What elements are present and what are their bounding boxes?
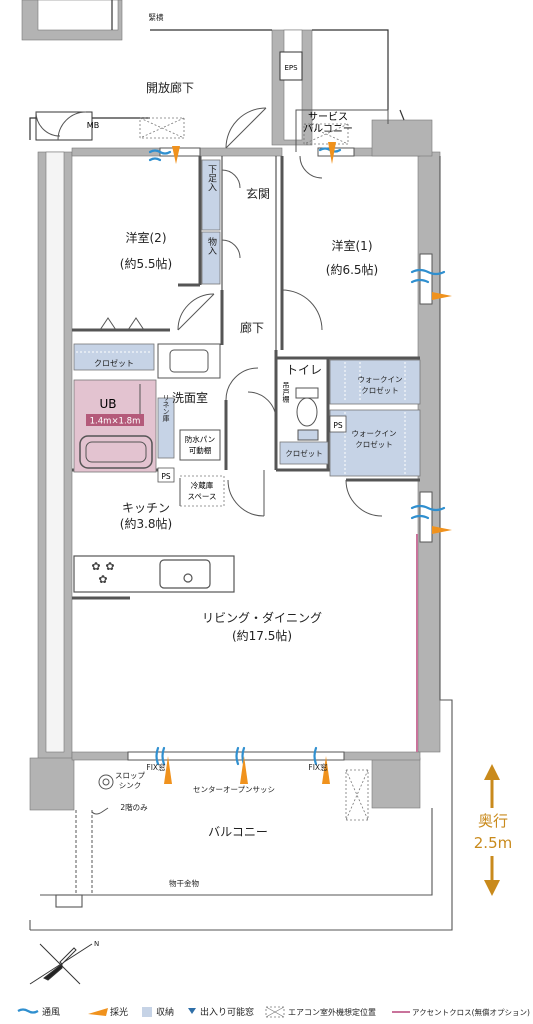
legend-storage: 収納 bbox=[142, 1006, 174, 1018]
svg-text:スペース: スペース bbox=[187, 492, 216, 501]
svg-text:採光: 採光 bbox=[110, 1006, 128, 1018]
svg-text:物入: 物入 bbox=[206, 236, 217, 255]
compass-icon: N bbox=[29, 940, 99, 985]
wic2-label-line1: ウォークイン bbox=[352, 429, 397, 438]
bedroom2-size: (約5.5帖) bbox=[120, 256, 172, 271]
wic-slats bbox=[76, 351, 406, 474]
svg-text:MB: MB bbox=[87, 121, 99, 130]
svg-text:✿: ✿ bbox=[98, 573, 107, 586]
svg-text:バルコニー: バルコニー bbox=[303, 123, 353, 135]
second-floor-only: 2階のみ bbox=[120, 802, 148, 812]
depth-annotation: 奥行 2.5m bbox=[470, 764, 516, 896]
depth-title: 奥行 bbox=[478, 812, 508, 830]
toilet-fixture bbox=[295, 387, 319, 441]
svg-text:✿: ✿ bbox=[105, 560, 114, 573]
ps-box-wic: PS bbox=[329, 415, 347, 433]
shelf-label: 吊戸棚 bbox=[282, 382, 290, 404]
living-size: (約17.5帖) bbox=[232, 628, 292, 643]
fridge-space: 冷蔵庫 スペース bbox=[179, 475, 225, 507]
room-labels: 開放廊下 洋室(2) (約5.5帖) 玄関 洋室(1) (約6.5帖) 廊下 洗… bbox=[120, 80, 378, 839]
svg-text:出入り可能窓: 出入り可能窓 bbox=[200, 1006, 254, 1018]
bedroom2-name: 洋室(2) bbox=[126, 230, 167, 245]
wic1-label-line2: クロゼット bbox=[361, 385, 399, 395]
slop-sink-line1: スロップ bbox=[115, 771, 145, 780]
laundry-hardware-label: 物干金物 bbox=[169, 878, 199, 888]
legend: 通風 採光 収納 出入り可能窓 エアコン室外機想定位置 アクセントクロス(無償オ… bbox=[17, 1006, 530, 1018]
ac-unit-corridor bbox=[139, 117, 185, 139]
living-name: リビング・ダイニング bbox=[202, 610, 322, 625]
washer-pan: 防水パン 可動棚 bbox=[179, 429, 221, 461]
thin-lines bbox=[221, 156, 277, 350]
bedroom1-name: 洋室(1) bbox=[332, 238, 373, 253]
slop-sink bbox=[75, 774, 114, 895]
interior-walls bbox=[72, 156, 420, 600]
kitchen-counter bbox=[73, 555, 235, 593]
svg-text:✿: ✿ bbox=[91, 560, 100, 573]
svg-text:PS: PS bbox=[333, 421, 343, 430]
unit-bath: UB 1.4m×1.8m bbox=[73, 379, 157, 473]
kitchen-size: (約3.8帖) bbox=[120, 516, 172, 531]
slop-sink-line2: シンク bbox=[119, 781, 142, 790]
depth-value: 2.5m bbox=[474, 834, 512, 852]
svg-text:アクセントクロス(無償オプション): アクセントクロス(無償オプション) bbox=[412, 1007, 530, 1017]
daylight-markers bbox=[164, 142, 452, 784]
legend-ventilation: 通風 bbox=[17, 1007, 60, 1018]
svg-text:防水パン: 防水パン bbox=[185, 434, 215, 444]
legend-accent-cloth: アクセントクロス(無償オプション) bbox=[392, 1007, 530, 1017]
svg-text:エアコン室外機想定位置: エアコン室外機想定位置 bbox=[288, 1007, 376, 1017]
svg-text:可動棚: 可動棚 bbox=[189, 445, 212, 455]
fix-window-right: FIX窓 bbox=[308, 762, 328, 772]
svg-text:サービス: サービス bbox=[308, 111, 348, 123]
eps-box: EPS bbox=[279, 51, 303, 81]
bedroom1-size: (約6.5帖) bbox=[326, 262, 378, 277]
ub-size: 1.4m×1.8m bbox=[90, 417, 141, 427]
closet-label: クロゼット bbox=[94, 358, 134, 368]
svg-text:通風: 通風 bbox=[42, 1007, 60, 1018]
shoe-storage-label: 下足入 bbox=[206, 165, 217, 192]
svg-text:収納: 収納 bbox=[156, 1006, 174, 1018]
building-outline bbox=[29, 156, 453, 931]
service-balcony-railing bbox=[295, 109, 389, 152]
svg-text:EPS: EPS bbox=[284, 64, 298, 72]
center-open-sash: センターオープンサッシ bbox=[193, 785, 275, 794]
washroom-label: 洗面室 bbox=[172, 390, 208, 405]
stove: ✿ ✿ ✿ bbox=[91, 560, 114, 586]
storage-label: 物入 bbox=[206, 236, 217, 255]
mb-box: MB bbox=[35, 111, 99, 141]
ps-box-kitchen: PS bbox=[157, 467, 175, 483]
kitchen-name: キッチン bbox=[122, 501, 170, 515]
railing-label: 緊横 bbox=[149, 12, 164, 22]
ac-unit-balcony bbox=[345, 769, 369, 821]
legend-daylight: 採光 bbox=[88, 1006, 128, 1018]
north-label: N bbox=[94, 940, 99, 948]
wic2-label-line2: クロゼット bbox=[355, 439, 393, 449]
corridor-outline bbox=[29, 0, 405, 140]
legend-doorway: 出入り可能窓 bbox=[188, 1006, 254, 1018]
ac-unit-service-balcony bbox=[303, 123, 349, 145]
balcony-label: バルコニー bbox=[208, 825, 268, 839]
closet2-label: クロゼット bbox=[285, 448, 323, 458]
washbasin bbox=[157, 343, 221, 379]
service-balcony-label: サービス バルコニー bbox=[303, 111, 353, 135]
fix-window-left: FIX窓 bbox=[146, 762, 166, 772]
legend-ac-unit: エアコン室外機想定位置 bbox=[265, 1006, 376, 1018]
svg-text:下足入: 下足入 bbox=[206, 165, 217, 192]
svg-text:PS: PS bbox=[161, 472, 171, 481]
corridor-open-label: 開放廊下 bbox=[146, 80, 194, 95]
svg-text:冷蔵庫: 冷蔵庫 bbox=[191, 480, 214, 490]
doors bbox=[35, 107, 383, 517]
entrance-label: 玄関 bbox=[246, 186, 270, 201]
linen-label: リネン庫 bbox=[162, 394, 170, 423]
wic1-label-line1: ウォークイン bbox=[358, 375, 403, 384]
hallway-label: 廊下 bbox=[240, 320, 264, 335]
ub-label: UB bbox=[99, 397, 116, 411]
toilet-label: トイレ bbox=[286, 363, 322, 377]
